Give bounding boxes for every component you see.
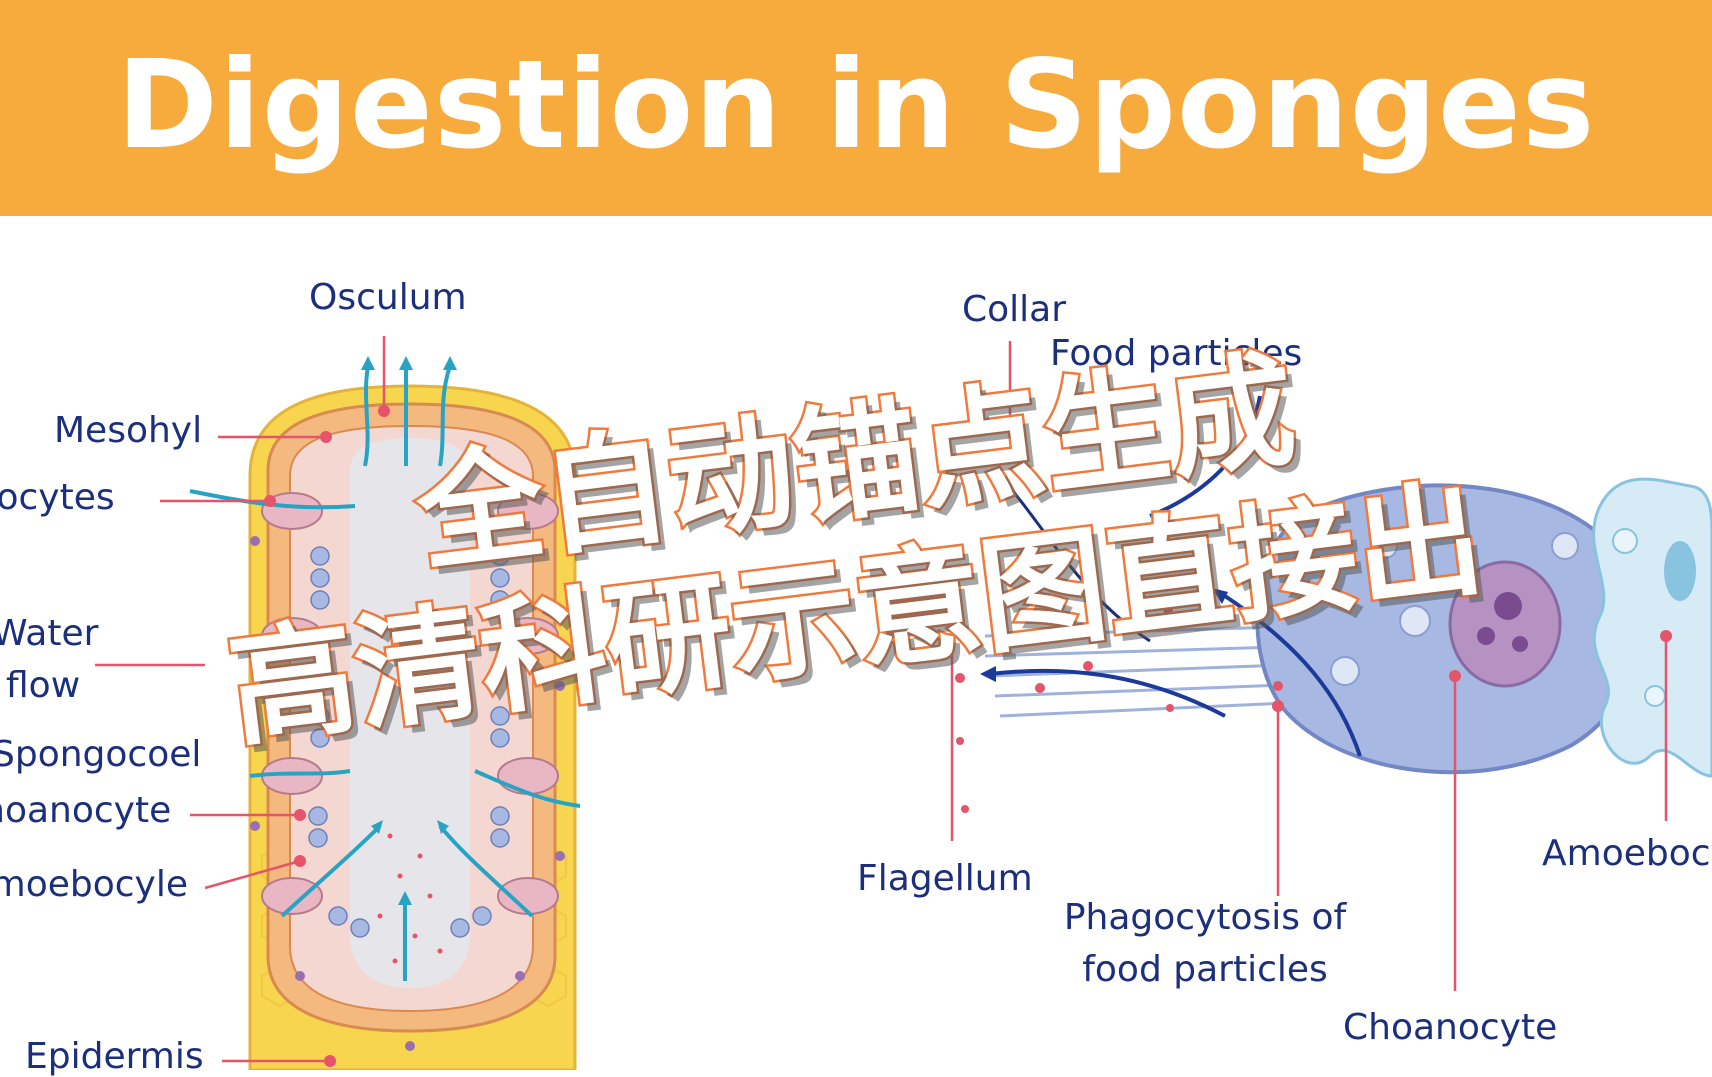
label-flagellum: Flagellum	[857, 858, 1033, 899]
amoebocyte-vesicle-2	[1644, 685, 1666, 707]
title-banner: Digestion in Sponges	[0, 0, 1712, 216]
water-flow-arrows	[189, 365, 581, 981]
sponge-body-illustration	[189, 356, 581, 1070]
label-amoebocyte-left: Amoebocyle	[0, 864, 188, 905]
current-arrowheads	[980, 588, 1228, 682]
flagellum-shape	[998, 474, 1151, 643]
leader-amoebocyte	[204, 859, 301, 890]
nucleolus-dots	[1477, 592, 1528, 652]
label-flow: flow	[6, 665, 81, 706]
label-porocytes: Porocytes	[0, 477, 115, 518]
label-osculum: Osculum	[309, 277, 467, 318]
label-spongocoel: Spongocoel	[0, 734, 202, 775]
label-choanocyte-right: Choanocyte	[1343, 1007, 1558, 1048]
choanocyte-illustration	[955, 395, 1712, 813]
label-amoebocyte-right: Amoebocyte	[1542, 833, 1712, 874]
label-choanocyte-left: Choanocyte	[0, 790, 172, 831]
label-phagocytosis-line1: Phagocytosis of	[1063, 897, 1347, 938]
leader-endpoints	[264, 405, 1672, 1067]
current-arrows	[989, 395, 1362, 757]
label-mesohyl: Mesohyl	[54, 410, 203, 451]
amoebocyte-vacuole	[1664, 541, 1696, 601]
label-phagocytosis-line2: food particles	[1082, 949, 1328, 990]
label-collar: Collar	[962, 289, 1067, 330]
amoebocyte-vesicle	[1612, 528, 1638, 554]
food-particle-dots	[955, 604, 1283, 813]
water-flow-arrowheads	[361, 356, 457, 905]
amoebocyte-dots	[250, 536, 565, 1051]
nucleus	[1448, 560, 1562, 688]
porocyte-cells	[261, 492, 559, 915]
cavity-food-particles	[377, 833, 443, 964]
spongocoel-cavity	[350, 438, 470, 988]
leader-lines	[95, 336, 1668, 1063]
food-vacuoles	[1330, 532, 1579, 686]
choanocyte-cells	[308, 546, 510, 938]
collar-microvilli	[984, 624, 1311, 718]
label-water: Water	[0, 613, 99, 654]
page-title: Digestion in Sponges	[116, 34, 1596, 176]
sponge-diagram	[95, 336, 1712, 1070]
label-food-particles: Food particles	[1050, 333, 1303, 374]
title-banner-background	[0, 0, 1712, 216]
label-epidermis: Epidermis	[25, 1036, 204, 1077]
